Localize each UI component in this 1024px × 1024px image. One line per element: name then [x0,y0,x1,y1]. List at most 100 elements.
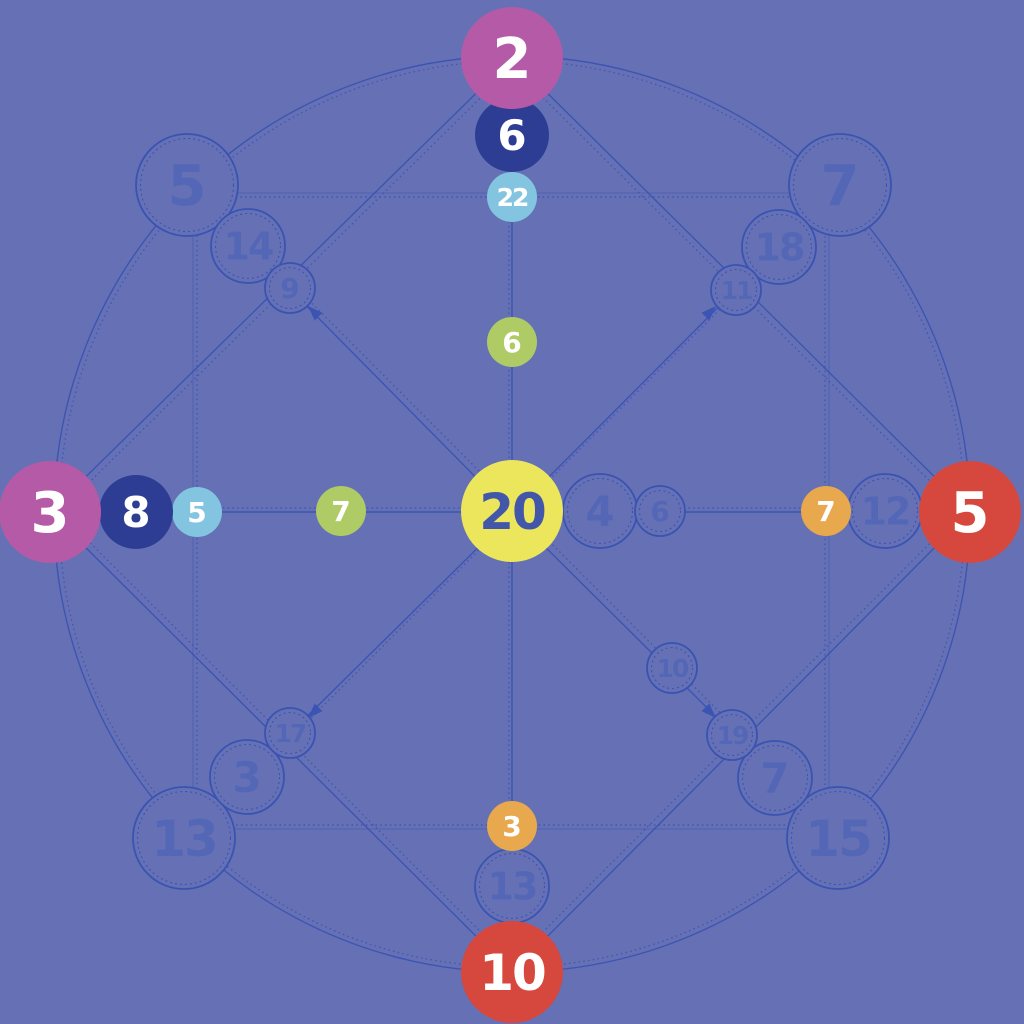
node-corner-top-left-9-circle [264,262,316,314]
node-corner-bottom-left-3-circle [209,739,285,815]
node-earth-chakra-7-circle [316,486,366,536]
node-corner-bottom-right-19: 19 [706,709,758,761]
node-earth-chakra-7-value: 7 [331,495,350,528]
node-corner-bottom-right-15-inner-ring [790,790,886,886]
node-corner-top-right-11-value: 11 [721,276,752,305]
node-corner-bottom-left-13-inner-ring [136,790,232,886]
node-corner-top-right-11: 11 [710,264,762,316]
node-corner-top-right-7: 7 [788,133,892,237]
node-center-20-circle [461,460,563,562]
node-earth-8-value: 8 [121,488,150,537]
node-bottom-3: 3 [487,801,537,851]
arrow-top-left-icon [308,306,323,321]
node-sky-6: 6 [475,98,549,172]
node-corner-top-right-7-value: 7 [821,154,860,219]
node-corner-top-right-18-inner-ring [745,213,813,281]
node-corner-top-left-9-inner-ring [268,266,312,310]
node-corner-top-right-11-inner-ring [714,268,758,312]
node-sky-22: 22 [487,172,537,222]
node-corner-bottom-left-17: 17 [264,707,316,759]
node-corner-top-left-5: 5 [135,133,239,237]
node-sky-2-circle [461,7,563,109]
node-corner-top-right-11-circle [710,264,762,316]
node-earth-chakra-7: 7 [316,486,366,536]
node-sky-2: 2 [461,7,563,109]
node-right-5: 5 [919,461,1021,563]
node-corner-bottom-right-10: 10 [646,642,698,694]
node-inner-right-6-value: 6 [650,495,669,528]
node-right-12: 12 [847,473,923,549]
node-corner-top-right-7-circle [788,133,892,237]
node-corner-bottom-right-15-circle [786,786,890,890]
node-corner-bottom-left-13: 13 [132,786,236,890]
node-corner-bottom-right-19-circle [706,709,758,761]
node-right-7: 7 [801,486,851,536]
node-corner-top-right-18: 18 [741,209,817,285]
node-earth-3-value: 3 [31,481,70,546]
node-sky-chakra-6-value: 6 [502,326,521,359]
node-corner-bottom-left-13-circle [132,786,236,890]
node-inner-right-6-circle [634,485,686,537]
node-sky-6-value: 6 [497,111,526,160]
node-bottom-13-value: 13 [488,865,537,909]
inner-square [196,196,826,826]
node-corner-bottom-right-15-value: 15 [805,810,871,868]
node-right-7-value: 7 [816,495,835,528]
node-corner-top-left-5-value: 5 [168,154,207,219]
node-corner-bottom-right-10-inner-ring [650,646,694,690]
node-corner-bottom-right-7-circle [737,740,813,816]
node-earth-3-circle [0,461,101,563]
node-corner-top-right-18-circle [741,209,817,285]
node-bottom-3-value: 3 [502,810,521,843]
arrow-top-right-icon [701,306,716,321]
node-right-5-circle [919,461,1021,563]
node-corner-bottom-right-19-value: 19 [717,721,748,750]
node-bottom-13: 13 [474,848,550,924]
node-earth-5-value: 5 [187,496,206,529]
node-sky-22-circle [487,172,537,222]
arrow-bottom-left-icon [308,703,323,718]
node-corner-bottom-left-17-circle [264,707,316,759]
node-bottom-10: 10 [461,921,563,1023]
node-corner-top-right-7-inner-ring [792,137,888,233]
node-bottom-3-circle [487,801,537,851]
node-sky-chakra-6-circle [487,317,537,367]
node-earth-5: 5 [172,487,222,537]
node-earth-5-circle [172,487,222,537]
node-inner-right-4-inner-ring [566,477,634,545]
node-corner-bottom-right-19-inner-ring [710,713,754,757]
node-corner-bottom-right-7-value: 7 [760,754,789,803]
node-corner-top-left-9-value: 9 [280,272,299,305]
node-corner-bottom-right-10-value: 10 [657,654,689,683]
node-sky-2-value: 2 [493,27,532,92]
node-corner-top-left-14: 14 [210,208,286,284]
node-inner-right-4-value: 4 [585,487,614,536]
node-corner-bottom-right-7-inner-ring [741,744,809,812]
node-corner-bottom-right-10-circle [646,642,698,694]
node-right-5-value: 5 [951,481,990,546]
arrow-bottom-right-icon [701,703,716,718]
node-corner-bottom-left-3: 3 [209,739,285,815]
node-corner-bottom-left-17-inner-ring [268,711,312,755]
node-sky-6-circle [475,98,549,172]
node-corner-top-left-14-circle [210,208,286,284]
node-earth-8: 8 [99,475,173,549]
node-inner-right-4: 4 [562,473,638,549]
node-corner-bottom-right-7: 7 [737,740,813,816]
node-corner-bottom-left-3-value: 3 [232,753,261,802]
node-corner-top-left-5-circle [135,133,239,237]
node-inner-right-6-inner-ring [638,489,682,533]
node-right-12-value: 12 [861,490,910,534]
node-right-7-circle [801,486,851,536]
node-corner-top-right-18-value: 18 [755,226,804,270]
node-earth-8-circle [99,475,173,549]
node-bottom-10-value: 10 [479,944,545,1002]
node-inner-right-6: 6 [634,485,686,537]
node-right-12-inner-ring [851,477,919,545]
node-sky-22-value: 22 [497,183,528,212]
node-corner-bottom-left-17-value: 17 [275,719,306,748]
node-sky-chakra-6: 6 [487,317,537,367]
node-earth-3: 3 [0,461,101,563]
